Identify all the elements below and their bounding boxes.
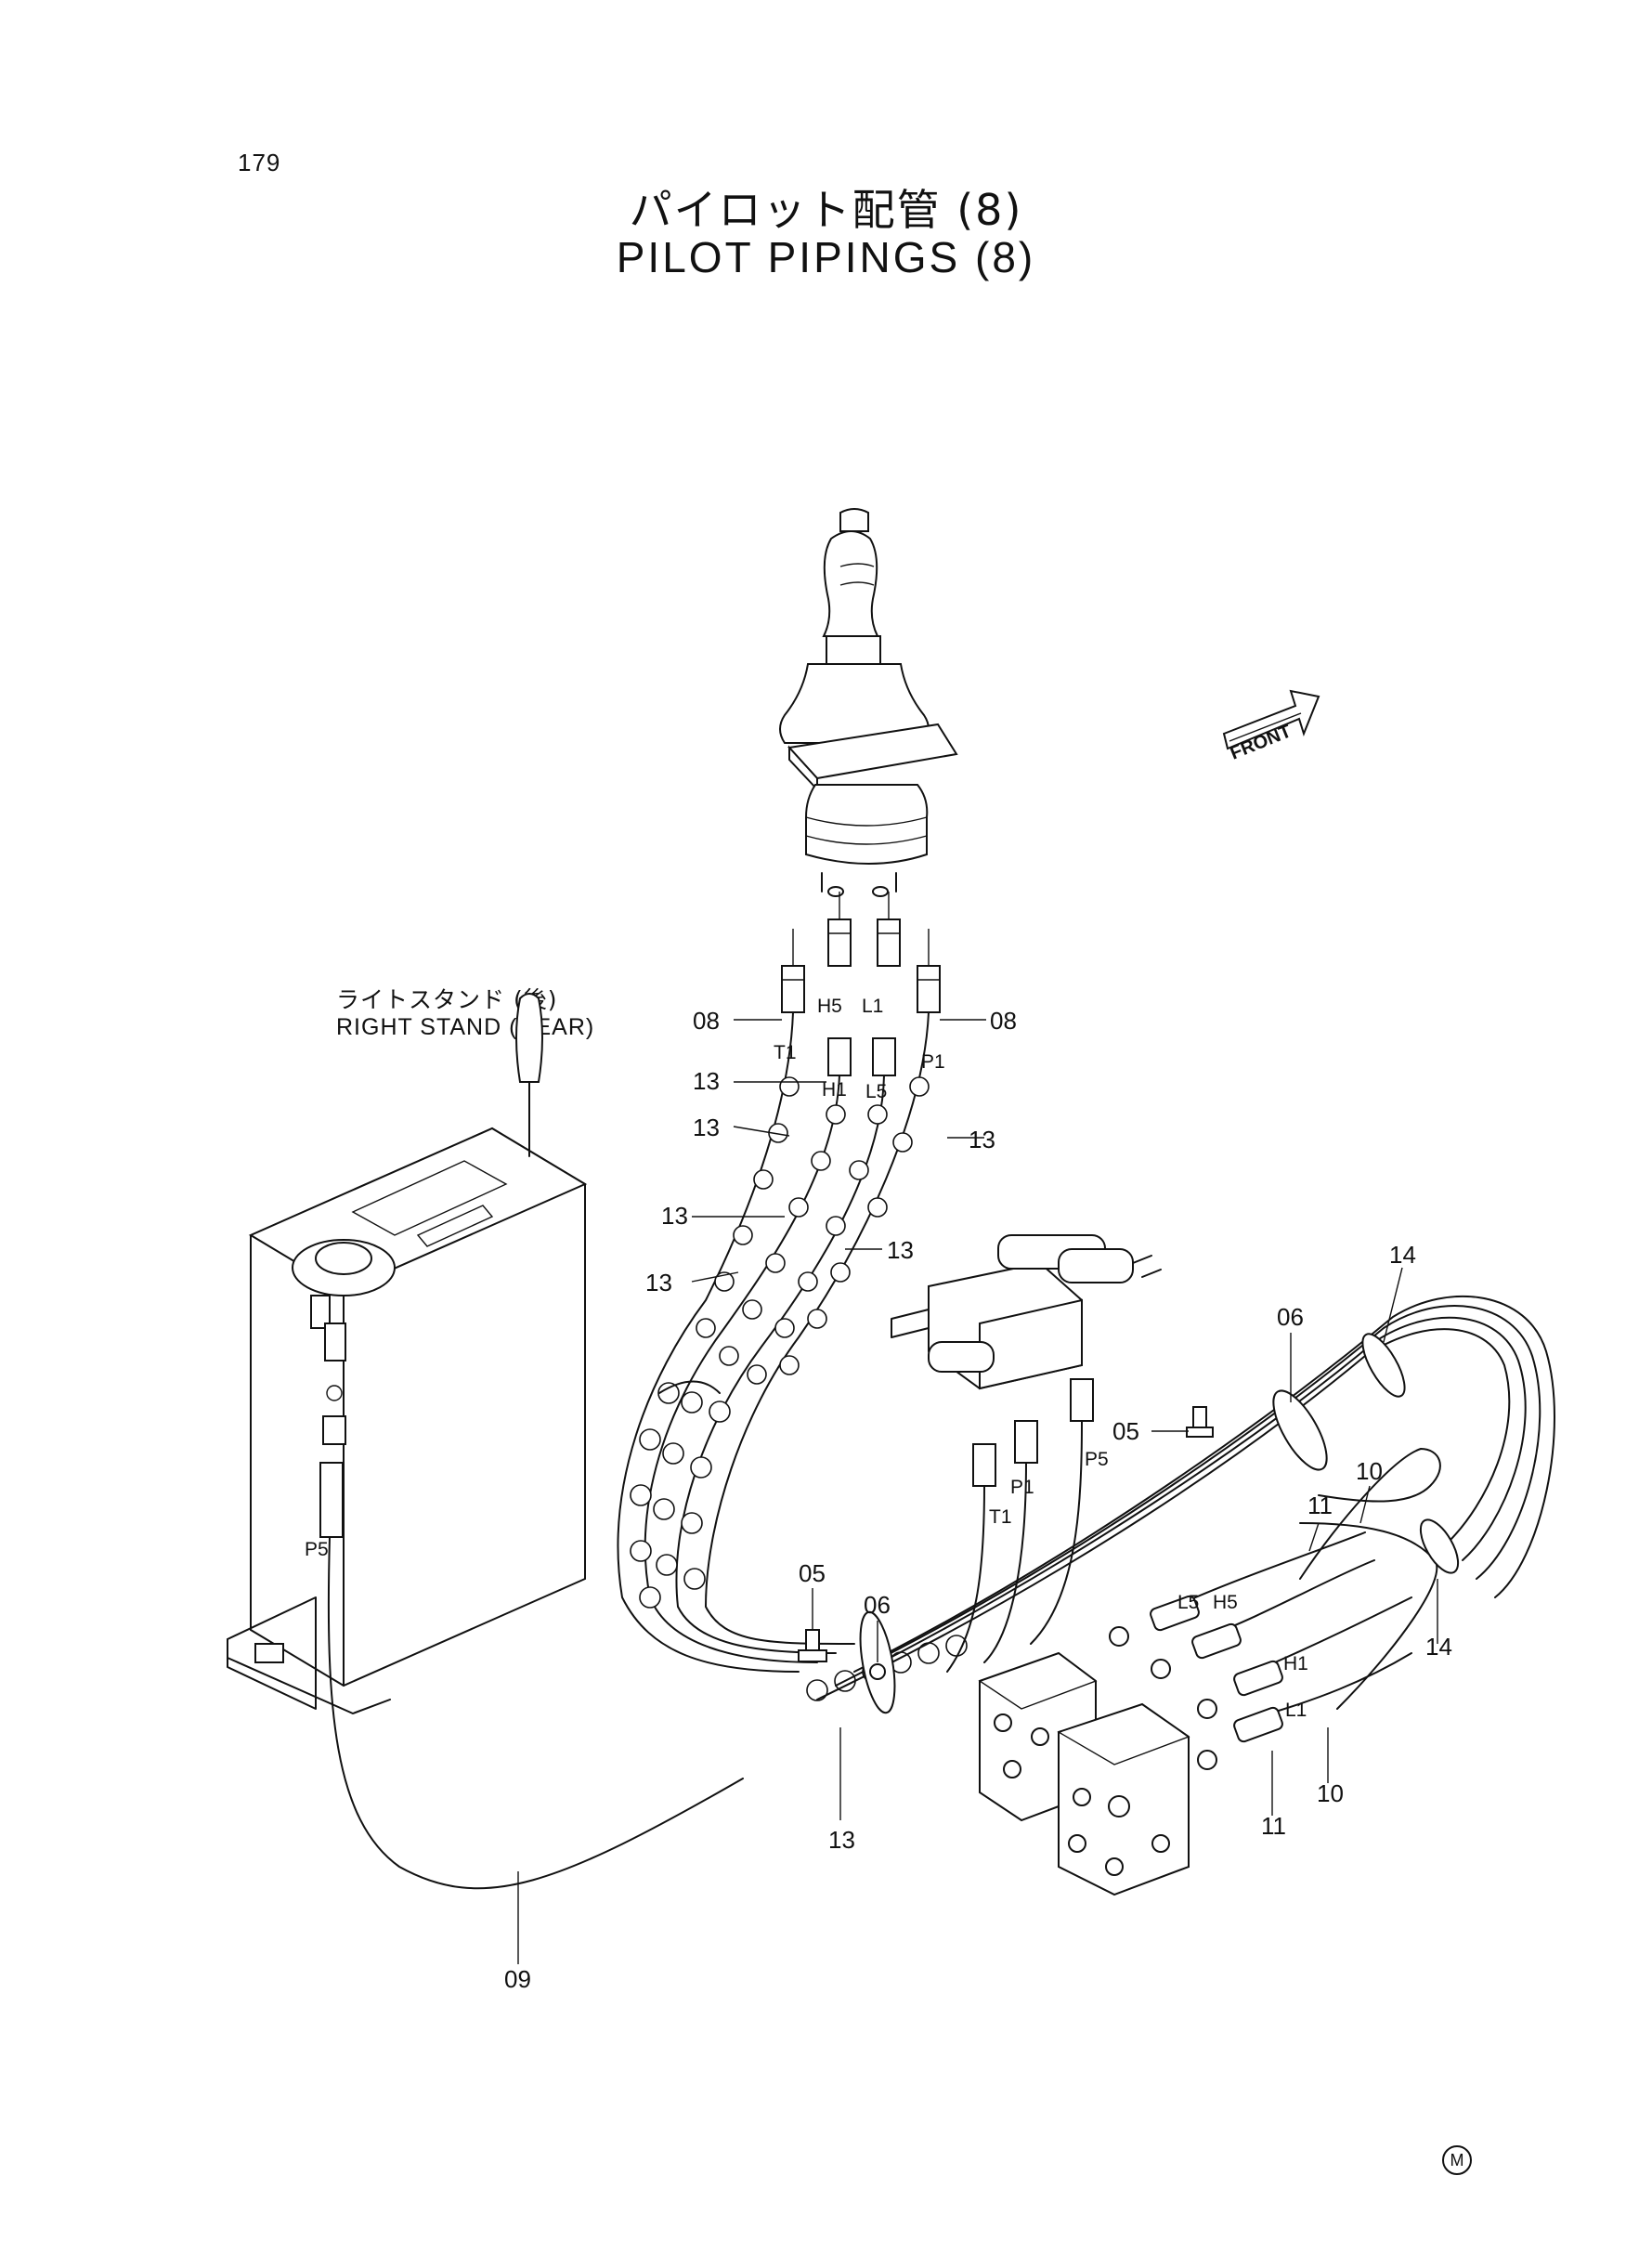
port-t1-top: T1 [774,1042,797,1063]
port-l1-top: L1 [862,996,883,1017]
right-stand-rear [227,993,588,1714]
callout-13-d: 13 [661,1202,688,1230]
control-valve-blocks [978,1595,1283,1896]
spring-coil-pattern [630,1076,968,1701]
callout-05-mid: 05 [799,1559,826,1587]
callout-08-right: 08 [990,1007,1017,1035]
pipe-clamps [859,1333,1460,1714]
pilot-control-lever [779,508,958,897]
port-h1-top: H1 [822,1079,847,1101]
port-p1-valve: P1 [1010,1477,1034,1498]
callout-08-left: 08 [693,1007,720,1035]
right-stand-label-english: RIGHT STAND (REAR) [336,1014,595,1040]
callout-13-b: 13 [693,1114,720,1141]
port-l5-control: L5 [1177,1592,1199,1613]
port-p5-valve: P5 [1085,1449,1109,1470]
callout-06-mid: 06 [864,1591,891,1619]
callout-13-a: 13 [693,1067,720,1095]
callout-11-top: 11 [1307,1492,1333,1519]
lever-port-fittings [781,892,941,1076]
spring-guard-hoses [617,1011,968,1701]
pilot-pipe-bundle [816,1295,1555,1719]
callout-13-f: 13 [645,1269,672,1296]
port-l1-control: L1 [1285,1700,1307,1721]
callout-13-e: 13 [887,1236,914,1264]
port-h1-control: H1 [1283,1653,1308,1674]
callout-10-top: 10 [1356,1457,1383,1485]
bolts [798,1406,1214,1662]
callout-11-bottom: 11 [1261,1812,1286,1840]
leader-lines [517,1019,1438,1964]
callout-05-right: 05 [1112,1417,1139,1445]
solenoid-valve-block [891,1234,1162,1673]
port-l5-top: L5 [865,1081,887,1102]
page-title-english: PILOT PIPINGS (8) [616,233,1036,281]
port-h5-top: H5 [817,996,842,1017]
port-t1-valve: T1 [989,1506,1012,1528]
front-arrow-icon: FRONT [1222,689,1320,764]
callout-13-g: 13 [828,1826,855,1854]
port-h5-control: H5 [1213,1592,1238,1613]
page-title-japanese: パイロット配管 (8) [629,185,1023,235]
callout-14-bottom: 14 [1425,1633,1452,1661]
callout-13-c: 13 [969,1126,995,1153]
page-number: 179 [238,149,281,176]
pilot-hose-09 [327,1536,744,1890]
callout-14-top: 14 [1389,1241,1416,1269]
port-p1-top: P1 [921,1051,945,1073]
callout-06-top: 06 [1277,1303,1304,1331]
callout-10-bottom: 10 [1317,1779,1344,1807]
maker-mark-symbol: M [1442,2145,1472,2175]
port-p5-stand: P5 [305,1539,329,1560]
pipe-end-fittings [1109,1595,1283,1770]
callout-09: 09 [504,1965,531,1993]
